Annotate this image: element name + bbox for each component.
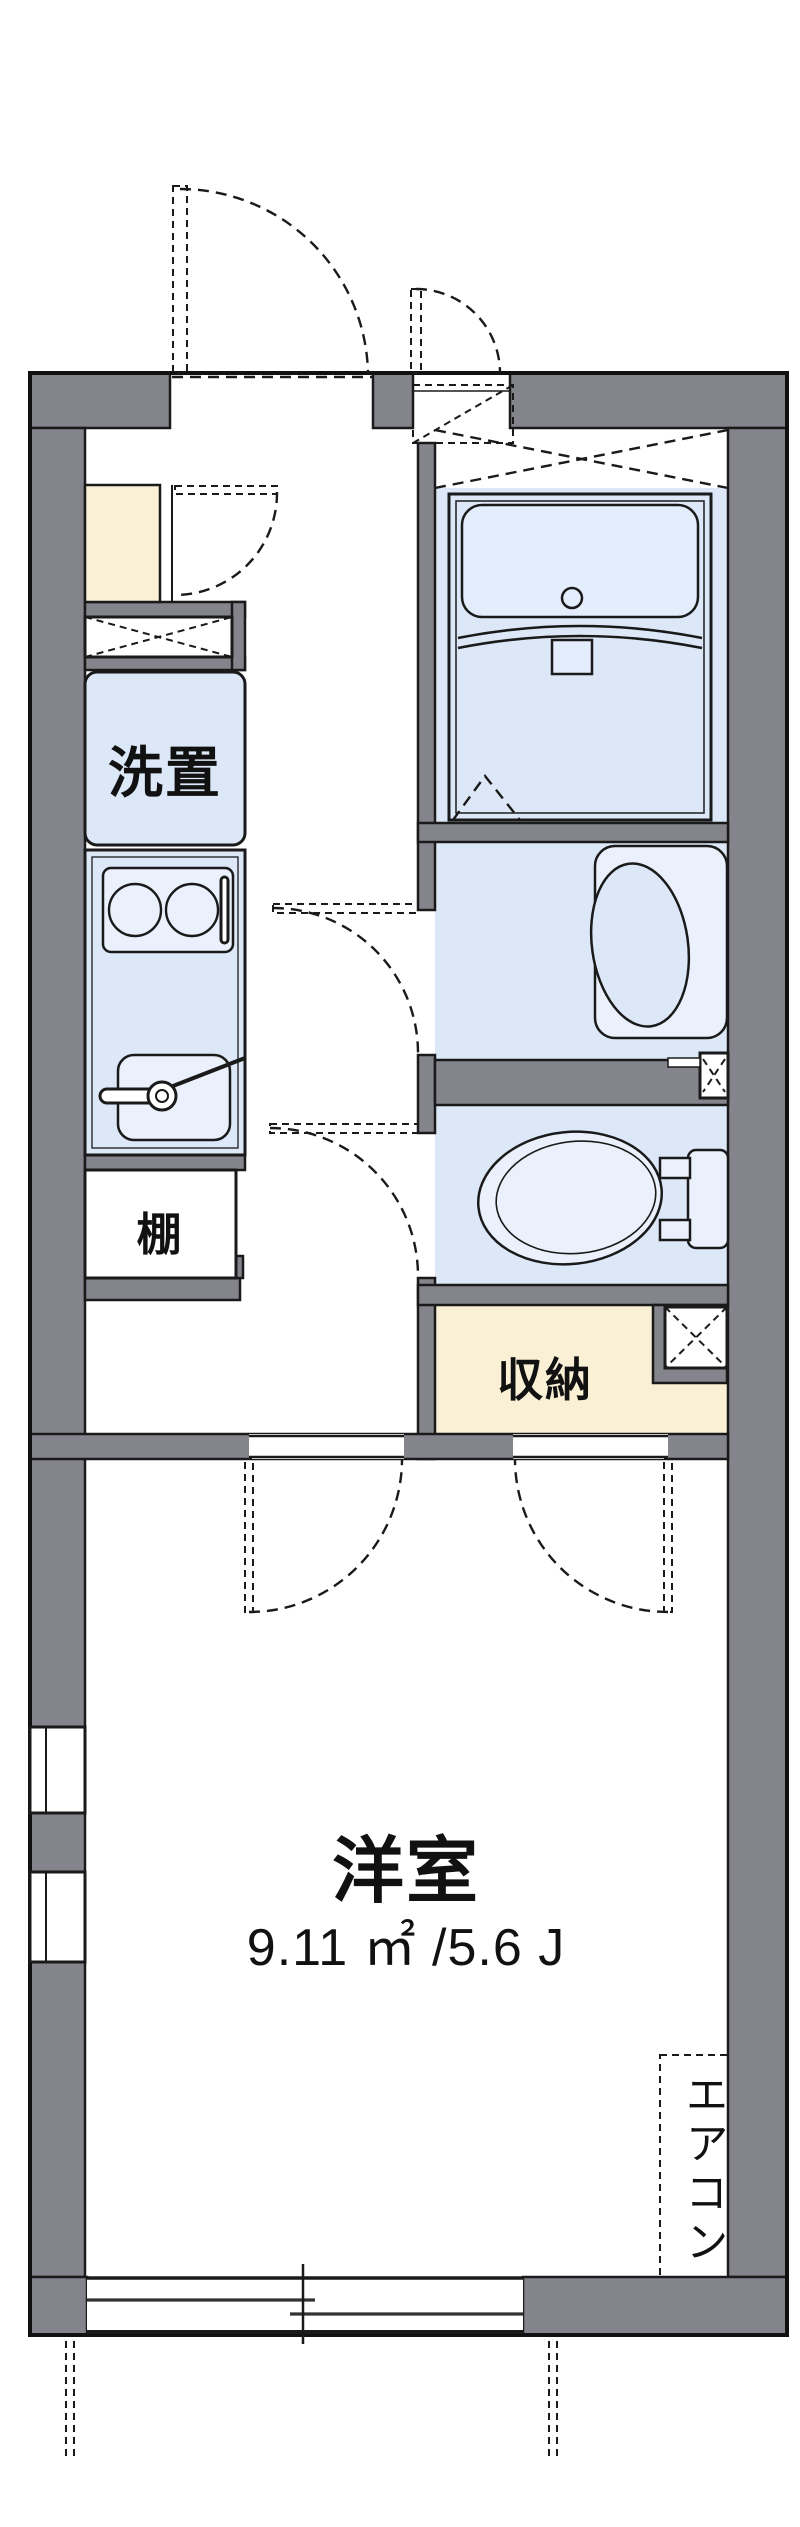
left-windows: [28, 1725, 87, 1964]
small-door-leaf: [410, 288, 422, 374]
living-door-left-swing: [248, 1458, 404, 1614]
faucet-base: [146, 1080, 178, 1112]
genkan-door-leaf: [174, 485, 278, 495]
laundry-space-box: [83, 670, 247, 847]
washroom: [589, 844, 730, 1100]
aircon-box: [659, 2054, 729, 2278]
aircon-label: エアコン: [679, 2072, 727, 2268]
window-left-upper: [28, 1725, 87, 1815]
genkan-door-swing: [176, 491, 279, 597]
door-thresholds: [249, 1434, 668, 1459]
bathroom: [434, 428, 729, 822]
bath-door-swing: [452, 774, 521, 821]
living-area-label: 9.11 ㎡ /5.6 J: [246, 1919, 566, 1977]
bottom-window: [87, 2264, 523, 2344]
bath-unit: [447, 492, 713, 822]
grill-bar: [219, 875, 230, 945]
burner-left: [107, 882, 163, 938]
bathtub: [460, 503, 700, 619]
laundry-label: 洗置: [107, 742, 223, 804]
wall-slot: [667, 1057, 701, 1068]
toilet-bowl: [476, 1130, 664, 1266]
kitchen-zone: [83, 615, 247, 1280]
shelf-box: [83, 1168, 238, 1280]
building-outline: [28, 371, 789, 2337]
small-door-swing: [415, 287, 502, 374]
burner-right: [164, 882, 220, 938]
genkan-step: [83, 483, 162, 604]
bathtub-apron: [457, 634, 703, 650]
window-left-lower: [28, 1870, 87, 1964]
entrance-door-swing: [179, 187, 370, 374]
bath-faucet-box: [550, 638, 594, 676]
living-room-label: 洋室: [331, 1832, 481, 1912]
living-door-right-leaf: [663, 1458, 673, 1613]
storage-label: 収納: [497, 1354, 593, 1406]
shelf-label: 棚: [136, 1209, 184, 1260]
interior-doors: [244, 903, 673, 1614]
entrance-door-leaf: [172, 185, 188, 374]
washroom-door-swing: [272, 906, 420, 1054]
shoe-cabinet: [412, 384, 514, 444]
toilet-tank: [686, 1148, 730, 1250]
stove: [101, 866, 235, 954]
balcony-dashes: [65, 2341, 558, 2458]
washbasin: [589, 862, 691, 1028]
living-door-right-swing: [513, 1458, 669, 1614]
entrance: [83, 185, 514, 604]
toilet: [476, 1130, 730, 1266]
bathtub-drain: [560, 586, 584, 610]
toilet-door-leaf: [269, 1123, 419, 1134]
toilet-door-swing: [269, 1126, 420, 1277]
storage-room: [663, 1305, 729, 1370]
living-door-left-leaf: [244, 1458, 254, 1613]
